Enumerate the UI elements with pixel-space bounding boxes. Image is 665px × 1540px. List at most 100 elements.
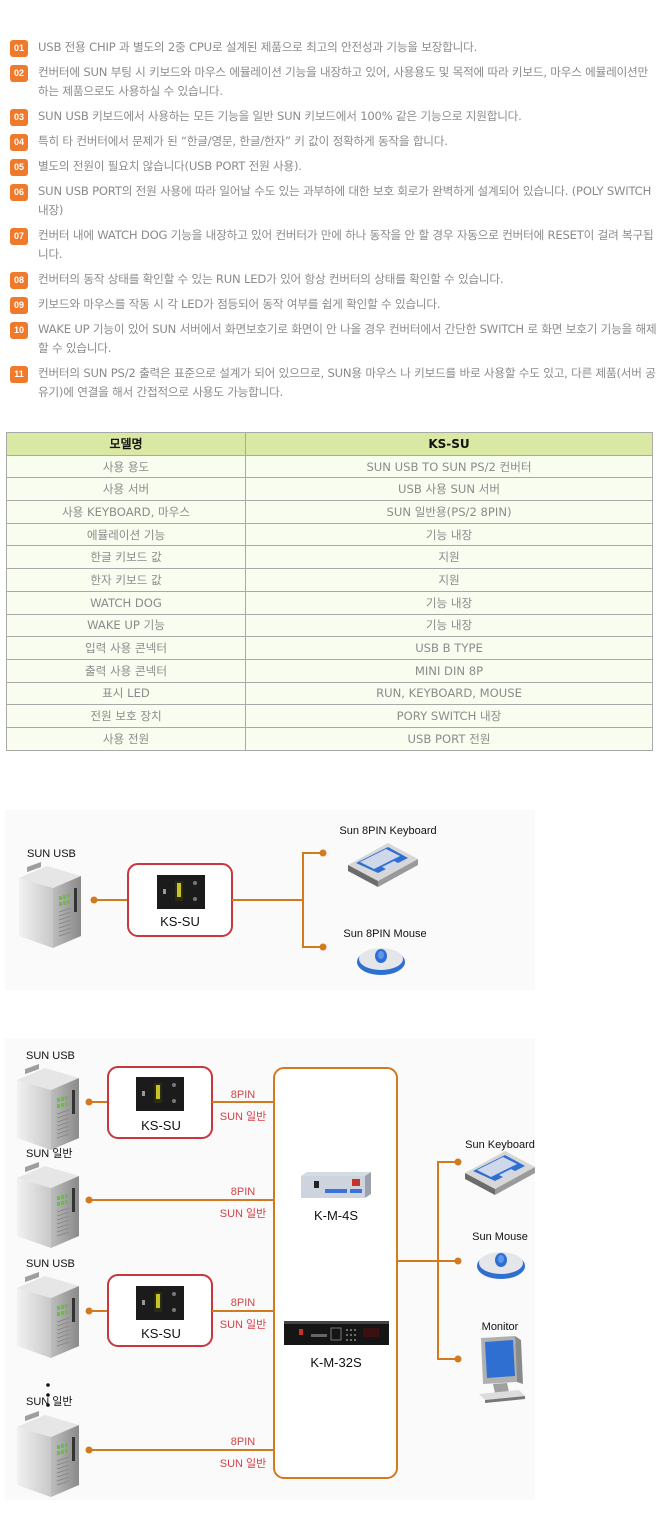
feature-item: 04 특히 타 컨버터에서 문제가 된 “한글/영문, 한글/한자” 키 값이 정… xyxy=(10,132,660,151)
connection-diagram-single: SUN USB KS-SU Sun 8PIN Keyboard Sun 8PIN… xyxy=(5,810,535,990)
number-badge: 08 xyxy=(10,272,28,289)
feature-item: 09 키보드와 마우스를 작동 시 각 LED가 점등되어 동작 여부를 쉽게 확… xyxy=(10,295,660,314)
spec-label-cell: 사용 서버 xyxy=(6,477,246,502)
link-label-type: SUN 일반 xyxy=(220,1317,267,1331)
keyboard-icon xyxy=(348,843,418,887)
spec-value-cell: 기능 내장 xyxy=(245,522,653,547)
ellipsis-dot xyxy=(46,1403,50,1407)
monitor-label: Monitor xyxy=(482,1321,519,1333)
server-label: SUN USB xyxy=(26,1050,75,1062)
mouse-icon xyxy=(477,1252,525,1279)
mouse-icon xyxy=(357,948,405,975)
spec-value-cell: 지원 xyxy=(245,545,653,570)
spec-label-cell: 전원 보호 장치 xyxy=(6,704,246,728)
server-icon xyxy=(16,1271,80,1359)
spec-label-cell: WATCH DOG xyxy=(6,590,246,615)
feature-item: 05 별도의 전원이 필요치 않습니다(USB PORT 전원 사용). xyxy=(10,157,660,176)
feature-text: 특히 타 컨버터에서 문제가 된 “한글/영문, 한글/한자” 키 값이 정확하… xyxy=(38,134,448,148)
server-icon xyxy=(16,1161,80,1249)
spec-label-cell: 사용 전원 xyxy=(6,726,246,751)
spec-label-cell: 한자 키보드 값 xyxy=(6,568,246,592)
branch-line xyxy=(302,852,323,948)
spec-label-cell: 에뮬레이션 기능 xyxy=(6,522,246,547)
number-badge: 06 xyxy=(10,184,28,201)
feature-text: 별도의 전원이 필요치 않습니다(USB PORT 전원 사용). xyxy=(38,159,302,173)
converter-device-icon xyxy=(136,1286,184,1320)
spec-value-cell: USB B TYPE xyxy=(245,636,653,660)
number-badge: 09 xyxy=(10,297,28,314)
spec-label-cell: 사용 KEYBOARD, 마우스 xyxy=(6,500,246,524)
kvm-32s-label: K-M-32S xyxy=(310,1355,362,1370)
connector-dot xyxy=(454,1158,462,1166)
server-label: SUN 일반 xyxy=(26,1394,73,1408)
spec-value-cell: 지원 xyxy=(245,568,653,592)
number-badge: 01 xyxy=(10,40,28,57)
spec-value-cell: MINI DIN 8P xyxy=(245,658,653,683)
mouse-label: Sun Mouse xyxy=(472,1231,528,1243)
number-badge: 05 xyxy=(10,159,28,176)
link-label-pin: 8PIN xyxy=(231,1186,256,1198)
number-badge: 11 xyxy=(10,366,28,383)
spec-value-cell: 기능 내장 xyxy=(245,613,653,638)
connection-diagram-kvm: SUN USB KS-SU 8PIN SUN 일반 SUN 일반 8PIN SU… xyxy=(5,1038,535,1500)
number-badge: 04 xyxy=(10,134,28,151)
spec-label-cell: 사용 용도 xyxy=(6,454,246,479)
keyboard-icon xyxy=(465,1151,535,1195)
header-value: KS-SU xyxy=(245,432,653,456)
feature-text: SUN USB PORT의 전원 사용에 따라 일어날 수도 있는 과부하에 대… xyxy=(38,184,652,217)
link-label-pin: 8PIN xyxy=(231,1089,256,1101)
converter-device-icon xyxy=(136,1077,184,1111)
server-icon xyxy=(16,1063,80,1151)
converter-device-icon xyxy=(157,875,205,909)
spec-value-cell: PORY SWITCH 내장 xyxy=(245,704,653,728)
link-label-type: SUN 일반 xyxy=(220,1456,267,1470)
feature-item: 08 컨버터의 동작 상태를 확인할 수 있는 RUN LED가 있어 항상 컨버… xyxy=(10,270,660,289)
server-label: SUN 일반 xyxy=(26,1146,73,1160)
server-icon xyxy=(16,1410,80,1498)
feature-text: 컨버터의 SUN PS/2 출력은 표준으로 설계가 되어 있으므로, SUN용… xyxy=(38,366,656,399)
number-badge: 02 xyxy=(10,65,28,82)
keyboard-label: Sun 8PIN Keyboard xyxy=(339,825,436,837)
spec-label-cell: 출력 사용 콘넥터 xyxy=(6,658,246,683)
server-icon xyxy=(18,861,82,949)
spec-label-cell: 한글 키보드 값 xyxy=(6,545,246,570)
feature-text: 컨버터의 동작 상태를 확인할 수 있는 RUN LED가 있어 항상 컨버터의… xyxy=(38,272,504,286)
ellipsis-dot xyxy=(46,1383,50,1387)
server-label: SUN USB xyxy=(27,848,76,860)
feature-text: SUN USB 키보드에서 사용하는 모든 기능을 일반 SUN 키보드에서 1… xyxy=(38,109,522,123)
connector-dot xyxy=(319,943,327,951)
kvm-4s-label: K-M-4S xyxy=(314,1208,358,1223)
feature-text: WAKE UP 기능이 있어 SUN 서버에서 화면보호기로 화면이 안 나올 … xyxy=(38,322,657,355)
monitor-icon xyxy=(479,1336,525,1403)
feature-text: 키보드와 마우스를 작동 시 각 LED가 점등되어 동작 여부를 쉽게 확인할… xyxy=(38,297,441,311)
mouse-label: Sun 8PIN Mouse xyxy=(343,928,426,940)
spec-label-cell: 표시 LED xyxy=(6,681,246,706)
feature-text: 컨버터 내에 WATCH DOG 기능을 내장하고 있어 컨버터가 만에 하나 … xyxy=(38,228,654,261)
header-model: 모델명 xyxy=(6,432,246,456)
link-label-type: SUN 일반 xyxy=(220,1206,267,1220)
kvm-switch-frame xyxy=(273,1067,398,1479)
spec-value-cell: USB PORT 전원 xyxy=(245,726,653,751)
spec-label-cell: WAKE UP 기능 xyxy=(6,613,246,638)
spec-value-cell: RUN, KEYBOARD, MOUSE xyxy=(245,681,653,706)
link-label-pin: 8PIN xyxy=(231,1436,256,1448)
feature-item: 06 SUN USB PORT의 전원 사용에 따라 일어날 수도 있는 과부하에… xyxy=(10,182,660,220)
table-header-row: 모델명 KS-SU xyxy=(6,432,653,456)
connector-dot xyxy=(454,1257,462,1265)
